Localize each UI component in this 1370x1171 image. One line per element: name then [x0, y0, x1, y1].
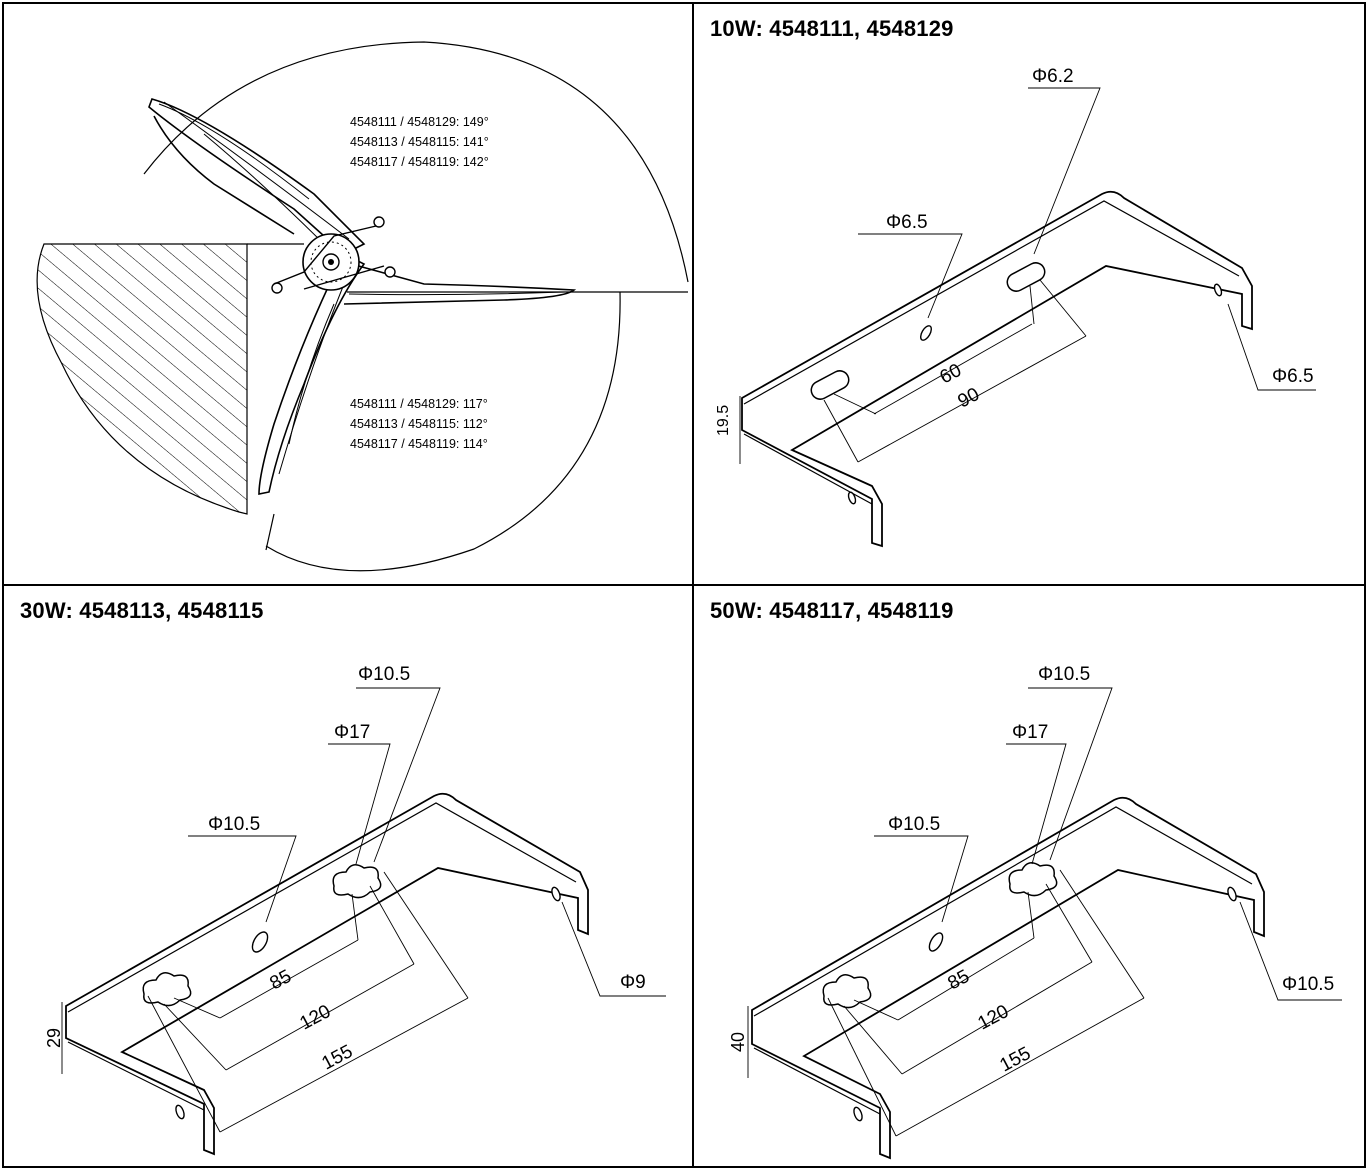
center-hole	[928, 932, 944, 952]
dim-phi-6-5-right: Φ6.5	[1272, 366, 1314, 387]
angle-panel: 4548111 / 4548129: 149° 4548113 / 454811…	[2, 2, 694, 586]
dim-phi-17: Φ17	[1012, 722, 1048, 743]
bracket-body	[751, 796, 1265, 1160]
center-hole	[920, 325, 932, 341]
bracket-30w-panel: 30W: 4548113, 4548115	[2, 584, 694, 1168]
dim-phi-10-5-right: Φ10.5	[1282, 974, 1334, 995]
lower-angle-line-3: 4548117 / 4548119: 114°	[350, 437, 488, 451]
lower-angle-line-1: 4548111 / 4548129: 117°	[350, 397, 488, 411]
right-clover-slot	[1008, 862, 1058, 897]
dim-phi-9: Φ9	[620, 972, 646, 993]
upper-swing-arc	[143, 41, 689, 283]
bracket-10w-panel: 10W: 4548111, 4548129 Φ6.2	[692, 2, 1366, 586]
dim-length-90: 90	[954, 384, 983, 412]
left-slot	[810, 370, 850, 400]
side-hole-left	[853, 1106, 863, 1122]
bracket-30w-drawing: Φ10.5 Φ17 Φ10.5 Φ9 85 120 155 29	[44, 664, 666, 1156]
side-hole-right	[551, 886, 561, 902]
right-slot	[1006, 262, 1046, 292]
angle-drawing: 4548111 / 4548129: 149° 4548113 / 454811…	[36, 41, 689, 572]
bracket-10w-drawing: Φ6.2 Φ6.5 Φ6.5 60 90 19.5	[715, 66, 1316, 548]
dim-length-155: 155	[996, 1043, 1034, 1076]
bracket-body	[65, 792, 589, 1156]
side-hole-left	[847, 491, 857, 505]
dim-phi-10-5-top: Φ10.5	[1038, 664, 1090, 685]
side-hole-left	[175, 1104, 185, 1120]
bracket-50w-drawing: Φ10.5 Φ17 Φ10.5 Φ10.5 85 120 155 40	[728, 664, 1342, 1160]
right-clover-slot	[332, 864, 382, 899]
dim-phi-17: Φ17	[334, 722, 370, 743]
dim-height-19-5: 19.5	[715, 405, 732, 436]
side-hole-right	[1213, 283, 1223, 297]
dim-length-85: 85	[266, 966, 295, 994]
dim-phi-10-5-center: Φ10.5	[208, 814, 260, 835]
left-clover-slot	[822, 974, 872, 1009]
horizontal-lamp-head	[343, 261, 577, 305]
upper-angle-line-1: 4548111 / 4548129: 149°	[350, 115, 489, 129]
upper-angle-line-3: 4548117 / 4548119: 142°	[350, 155, 489, 169]
dim-phi-10-5-center: Φ10.5	[888, 814, 940, 835]
lower-swing-arc	[265, 291, 621, 572]
panel-title: 50W: 4548117, 4548119	[710, 598, 954, 623]
lower-angle-line-2: 4548113 / 4548115: 112°	[350, 417, 488, 431]
panel-title: 30W: 4548113, 4548115	[20, 598, 264, 623]
bracket-50w-panel: 50W: 4548117, 4548119	[692, 584, 1366, 1168]
dim-length-120: 120	[974, 1001, 1012, 1034]
dim-length-120: 120	[296, 1001, 334, 1034]
bracket-body	[741, 190, 1253, 548]
hatched-wall	[36, 243, 248, 515]
left-clover-slot	[142, 972, 192, 1007]
dim-height-29: 29	[44, 1028, 64, 1048]
dim-phi-10-5-top: Φ10.5	[358, 664, 410, 685]
upper-angle-line-2: 4548113 / 4548115: 141°	[350, 135, 489, 149]
upper-lamp-head	[148, 98, 366, 255]
panel-title: 10W: 4548111, 4548129	[710, 16, 954, 41]
dim-length-155: 155	[318, 1041, 356, 1074]
dim-height-40: 40	[728, 1032, 748, 1052]
dim-phi-6-5-center: Φ6.5	[886, 212, 928, 233]
center-hole	[251, 931, 269, 953]
dim-phi-6-2: Φ6.2	[1032, 66, 1074, 87]
side-hole-right	[1227, 886, 1237, 902]
